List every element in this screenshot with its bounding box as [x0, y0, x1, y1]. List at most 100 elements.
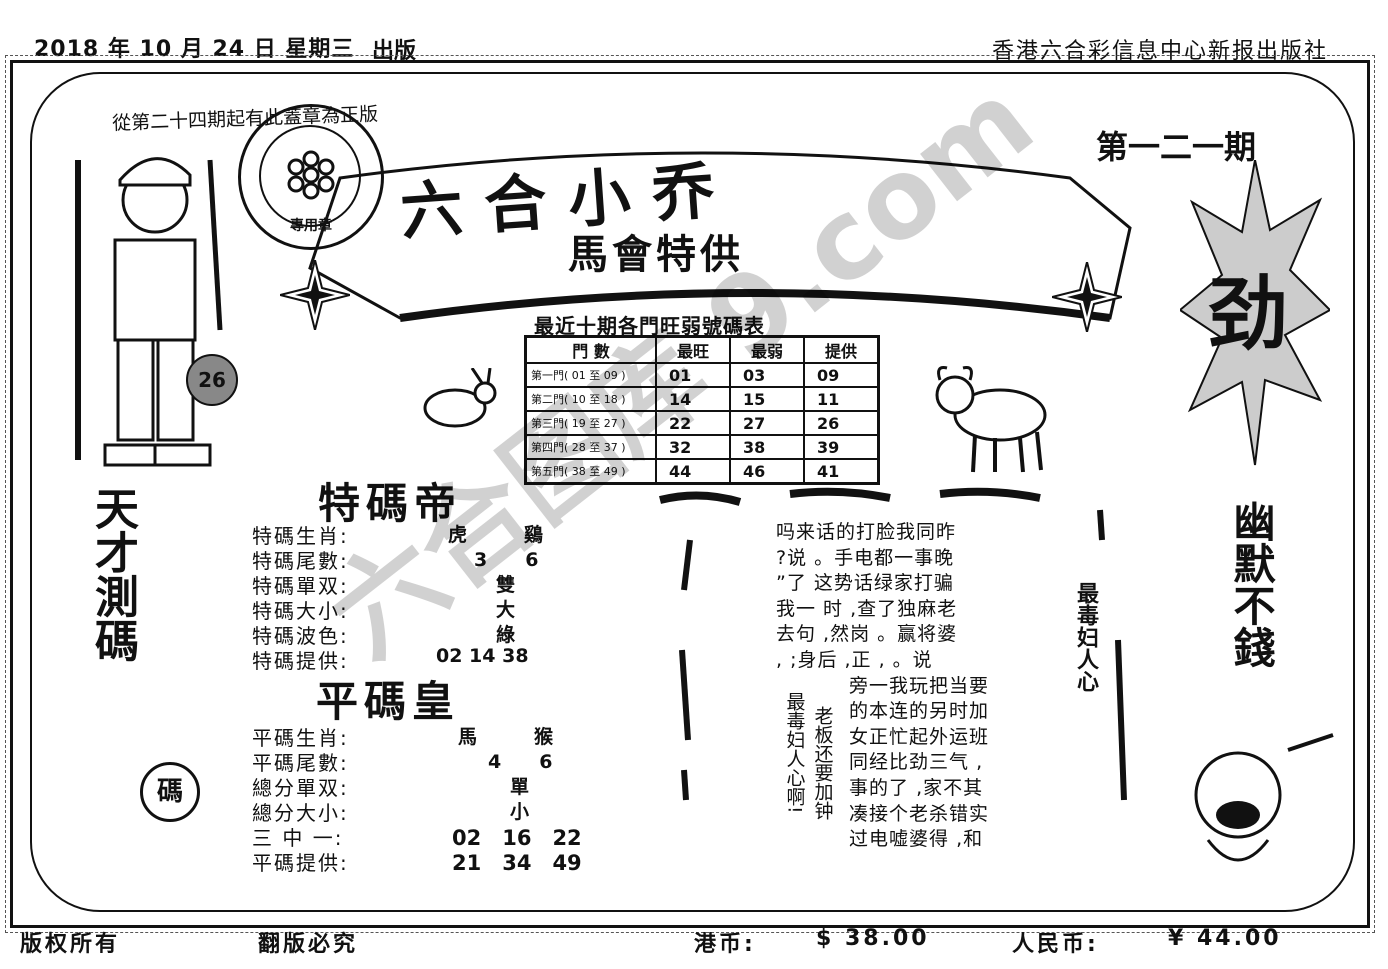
slogan-text: 天才測碼 [87, 486, 138, 662]
list-item: 總分單双: 單 [252, 772, 652, 800]
te-ma-list: 特碼生肖: 虎 鷄 特碼尾數: 3 6 特碼單双: 雙 特碼大小: 大 特碼波色… [252, 520, 652, 673]
jin-character: 劲 [1208, 268, 1288, 361]
list-item: 平碼生肖: 馬 猴 [252, 722, 652, 750]
poem-line: , ;身后 ,正 , 。说 [776, 648, 933, 671]
rmb-label: 人民币: [1012, 932, 1099, 957]
list-item: 特碼提供: 02 14 38 [252, 645, 652, 673]
left-vertical-slogan: 天才測碼 [62, 486, 162, 679]
door-stats-table: 門 數 最旺 最弱 提供 第一門( 01 至 09 ) 01 03 09 第二門… [524, 335, 880, 485]
poem-line: 凑接个老杀错实 [822, 802, 990, 825]
laughing-man-icon [1194, 733, 1334, 862]
table-cell: 第三門( 19 至 27 ) [524, 410, 657, 436]
table-cell: 32 [655, 434, 731, 460]
slogan-text: 幽默不錢 [1227, 500, 1276, 668]
row-value: 大 [496, 599, 516, 621]
table-cell: 38 [729, 434, 805, 460]
row-label: 總分大小: [252, 801, 349, 825]
row-value: 02 16 22 [452, 826, 582, 850]
table-row: 第五門( 38 至 49 ) 44 46 41 [524, 458, 880, 485]
list-item: 三 中 一: 02 16 22 [252, 822, 652, 850]
column-header: 提供 [803, 335, 880, 364]
column-header: 門 數 [524, 335, 657, 364]
starburst-icon [1180, 160, 1330, 466]
row-label: 三 中 一: [252, 826, 344, 850]
anti-piracy-label: 翻版必究 [258, 932, 359, 957]
table-cell: 46 [729, 458, 805, 485]
publish-date: 2018 年 10 月 24 日 星期三 [34, 37, 355, 62]
poem-line: 事的了 ,家不其 [822, 776, 984, 799]
poem-line: 的本连的另时加 [822, 700, 990, 723]
table-cell: 第四門( 28 至 37 ) [524, 434, 657, 460]
table-cell: 22 [655, 410, 731, 436]
rabbit-icon [423, 368, 497, 428]
vertical-text: 老板还要加钟 [811, 706, 834, 820]
right-vertical-slogan: 幽默不錢 [1186, 500, 1316, 685]
side-vertical-text: 最毒妇人心 [1068, 582, 1098, 703]
row-label: 總分單双: [252, 776, 349, 800]
poem-line: 旁一我玩把当要 [822, 674, 990, 697]
table-title: 最近十期各門旺弱號碼表 [534, 314, 765, 338]
row-label: 特碼提供: [252, 649, 349, 673]
poem-line: 吗来话的打脸我同昨 [776, 521, 957, 543]
row-value: 虎 鷄 [448, 524, 544, 546]
te-ma-title: 特碼帝 [318, 479, 463, 528]
outer-frame [5, 55, 1375, 933]
copyright-label: 版权所有 [20, 932, 121, 957]
table-cell: 03 [729, 362, 805, 388]
number-ball: 26 [186, 354, 238, 406]
row-label: 特碼生肖: [252, 524, 349, 548]
poem-line: 同经比劲三气 , [822, 751, 984, 774]
rmb-price: ¥ 44.00 [1168, 926, 1282, 951]
table-cell: 39 [803, 434, 880, 460]
poem-vertical-left: 最毒妇人心啊! [780, 692, 808, 821]
column-header: 最弱 [729, 335, 805, 364]
table-cell: 26 [803, 410, 880, 436]
hkd-label: 港币: [694, 932, 756, 957]
ping-ma-title: 平碼皇 [316, 677, 461, 726]
brush-strokes-decoration [659, 487, 1127, 801]
table-cell: 01 [655, 362, 731, 388]
table-cell: 41 [803, 458, 880, 485]
list-item: 特碼生肖: 虎 鷄 [252, 520, 652, 548]
row-label: 平碼提供: [252, 851, 349, 875]
ox-icon [935, 366, 1047, 473]
row-value: 單 [510, 776, 530, 798]
vertical-text: 最毒妇人心啊! [783, 692, 806, 814]
list-item: 特碼尾數: 3 6 [252, 545, 652, 573]
table-row: 第二門( 10 至 18 ) 14 15 11 [524, 386, 880, 412]
table-cell: 第一門( 01 至 09 ) [524, 362, 657, 388]
ping-ma-list: 平碼生肖: 馬 猴 平碼尾數: 4 6 總分單双: 單 總分大小: 小 三 中 … [252, 722, 652, 875]
poem-block: 吗来话的打脸我同昨 ?说 。手电都一事晚 ”了 这势话绿家打骗 我一 时 ,查了… [776, 520, 1040, 853]
row-value: 小 [510, 801, 530, 823]
poem-line: 过电嘘婆得 ,和 [822, 828, 984, 851]
table-cell: 44 [655, 458, 731, 485]
row-value: 3 6 [474, 549, 539, 571]
flower-icon [287, 150, 335, 200]
row-value: 02 14 38 [436, 645, 529, 667]
compass-star-icon [1052, 262, 1122, 332]
row-label: 平碼尾數: [252, 751, 349, 775]
table-cell: 09 [803, 362, 880, 388]
hunter-cartoon-icon [75, 157, 223, 467]
poem-line: 我一 时 ,查了独麻老 [776, 597, 958, 620]
banner-subtitle: 馬會特供 [568, 232, 744, 278]
inner-frame [30, 72, 1355, 912]
table-cell: 第二門( 10 至 18 ) [524, 386, 657, 412]
row-label: 特碼單双: [252, 574, 349, 598]
published-label: 出版 [372, 39, 417, 64]
row-value: 雙 [496, 574, 516, 596]
list-item: 總分大小: 小 [252, 797, 652, 825]
row-value: 21 34 49 [452, 851, 582, 875]
table-cell: 27 [729, 410, 805, 436]
table-cell: 15 [729, 386, 805, 412]
table-cell: 11 [803, 386, 880, 412]
row-value: 綠 [496, 624, 516, 646]
ma-badge: 碼 [140, 762, 200, 822]
row-label: 特碼波色: [252, 624, 349, 648]
official-seal: 專用章 [238, 104, 384, 250]
vertical-text: 最毒妇人心 [1073, 582, 1098, 692]
table-cell: 第五門( 38 至 49 ) [524, 458, 657, 485]
poem-line: 女正忙起外运班 [822, 725, 990, 748]
poem-vertical-right: 老板还要加钟 [808, 706, 836, 827]
table-row: 第一門( 01 至 09 ) 01 03 09 [524, 362, 880, 388]
